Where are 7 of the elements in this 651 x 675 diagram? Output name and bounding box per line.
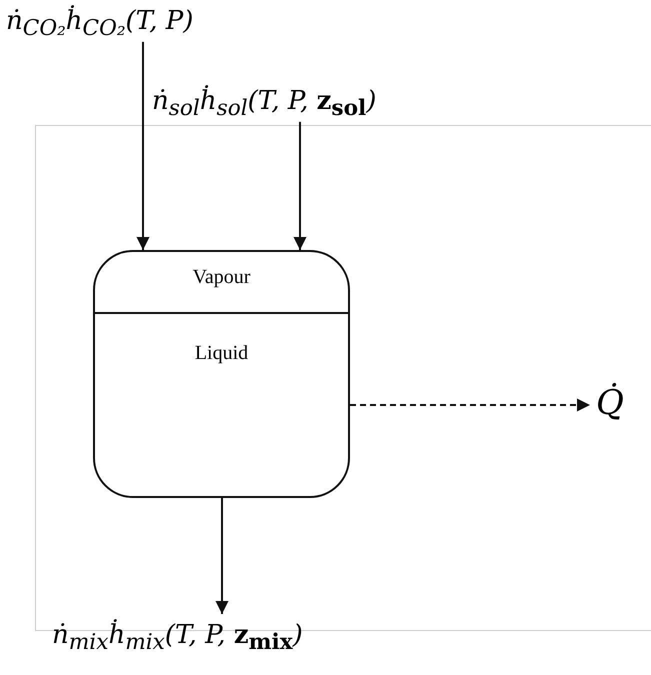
vessel <box>93 250 350 498</box>
phase-label: Vapour <box>192 266 252 289</box>
arrow <box>136 42 150 250</box>
dashed-arrow <box>350 398 590 412</box>
arrow <box>216 498 228 614</box>
phase-label: Liquid <box>194 342 250 365</box>
arrow <box>294 122 306 250</box>
